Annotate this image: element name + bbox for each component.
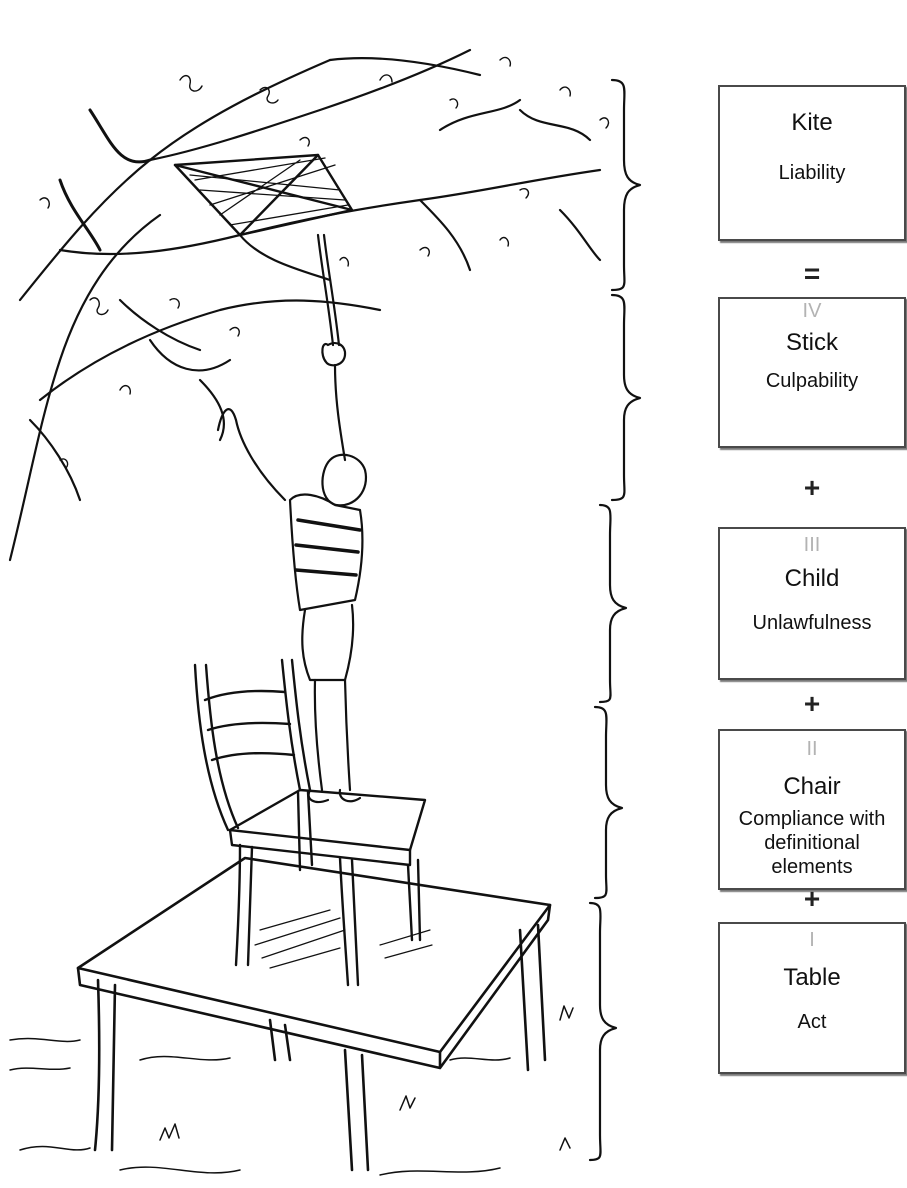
box-kite-name: Kite (791, 109, 833, 136)
box-stick-roman: IV (802, 300, 822, 322)
operator-plus-2: + (803, 688, 821, 719)
box-chair-desc: Compliance with definitional elements (738, 807, 886, 878)
box-kite-desc: Liability (778, 161, 846, 184)
grass (9, 1005, 574, 1176)
box-child-name: Child (784, 565, 840, 592)
box-child: III Child Unlawfulness (718, 527, 906, 680)
illustration (8, 48, 642, 1176)
box-table-roman: I (809, 929, 815, 951)
operator-plus-1: + (803, 472, 821, 503)
stick (316, 233, 341, 347)
operator-plus-3: + (803, 883, 821, 914)
chair-shadow (254, 909, 433, 969)
box-stick-desc: Culpability (765, 369, 859, 392)
box-kite: Kite Liability (718, 85, 906, 241)
box-stick: IV Stick Culpability (718, 297, 906, 448)
box-stick-name: Stick (785, 329, 838, 356)
operator-equals: = (803, 258, 821, 289)
box-table-desc: Act (797, 1010, 827, 1033)
box-table-name: Table (783, 964, 841, 991)
child (216, 341, 368, 804)
box-chair: II Chair Compliance with definitional el… (718, 729, 906, 890)
box-child-desc: Unlawfulness (752, 611, 872, 634)
box-chair-roman: II (806, 738, 818, 760)
braces (588, 78, 642, 1162)
chair (193, 658, 427, 987)
box-child-roman: III (803, 534, 821, 556)
kite (173, 153, 354, 237)
leaf-scribbles (39, 56, 610, 469)
tree-branches (8, 48, 602, 562)
table (76, 856, 552, 1172)
box-chair-name: Chair (783, 773, 841, 800)
box-table: I Table Act (718, 922, 906, 1074)
